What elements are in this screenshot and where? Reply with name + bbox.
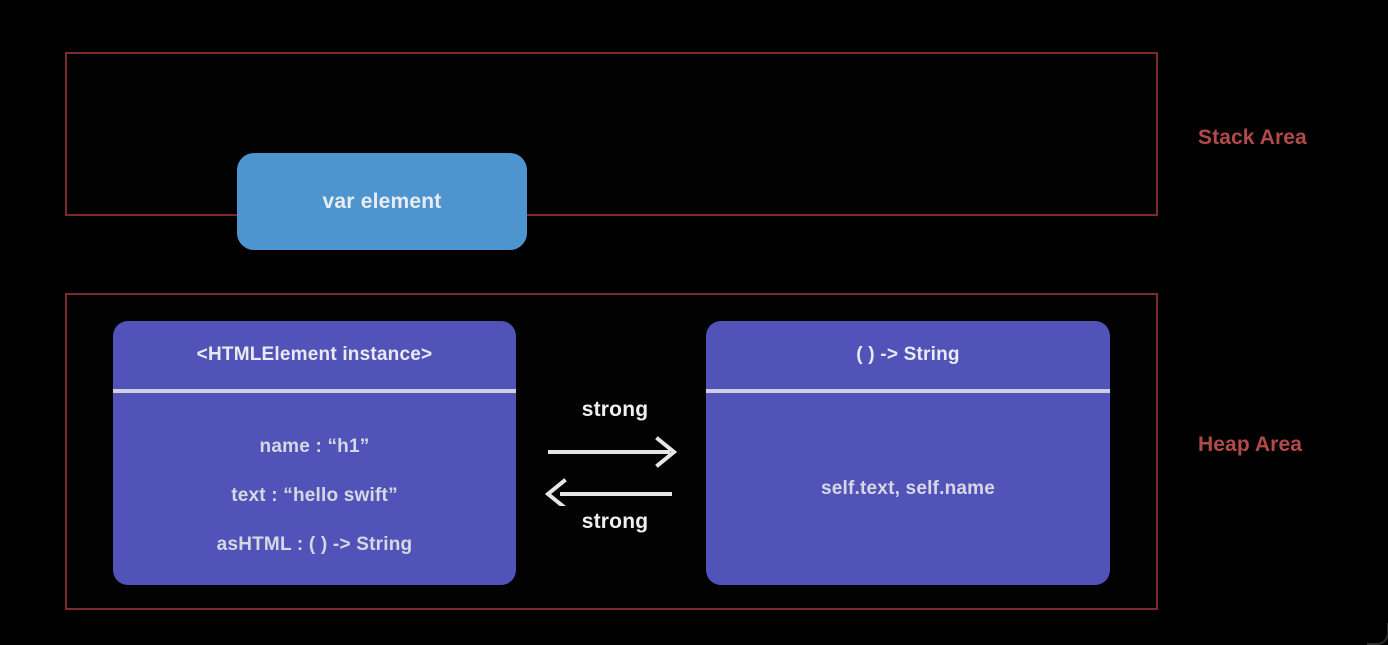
arrow-left-icon [544,478,672,506]
property-row: name : “h1” [259,435,370,457]
heap-area-label: Heap Area [1198,433,1303,456]
stack-variable-box[interactable]: var element [237,153,527,250]
backward-reference-label: strong [581,510,649,533]
stack-area-region: var element [65,52,1158,250]
heap-object-instance-body: name : “h1” text : “hello swift” asHTML … [113,393,516,585]
heap-object-closure[interactable]: ( ) -> String self.text, self.name [706,321,1110,585]
window-corner-artifact [1367,623,1388,645]
reference-arrows: strong strong [540,386,690,546]
heap-object-instance[interactable]: <HTMLElement instance> name : “h1” text … [113,321,516,585]
arrow-right-icon [548,436,678,468]
stack-area-label: Stack Area [1198,126,1307,149]
heap-object-closure-body: self.text, self.name [706,393,1110,585]
forward-reference-label: strong [581,398,649,421]
stack-variable-label: var element [322,189,442,213]
heap-object-instance-header: <HTMLElement instance> [196,344,433,365]
property-row: asHTML : ( ) -> String [216,533,413,555]
heap-object-closure-divider [706,389,1110,393]
captured-variables-row: self.text, self.name [820,478,996,499]
reference-arrow-lines [544,436,678,506]
heap-object-closure-header: ( ) -> String [856,344,960,365]
property-row: text : “hello swift” [231,484,398,506]
heap-object-instance-divider [113,389,516,393]
